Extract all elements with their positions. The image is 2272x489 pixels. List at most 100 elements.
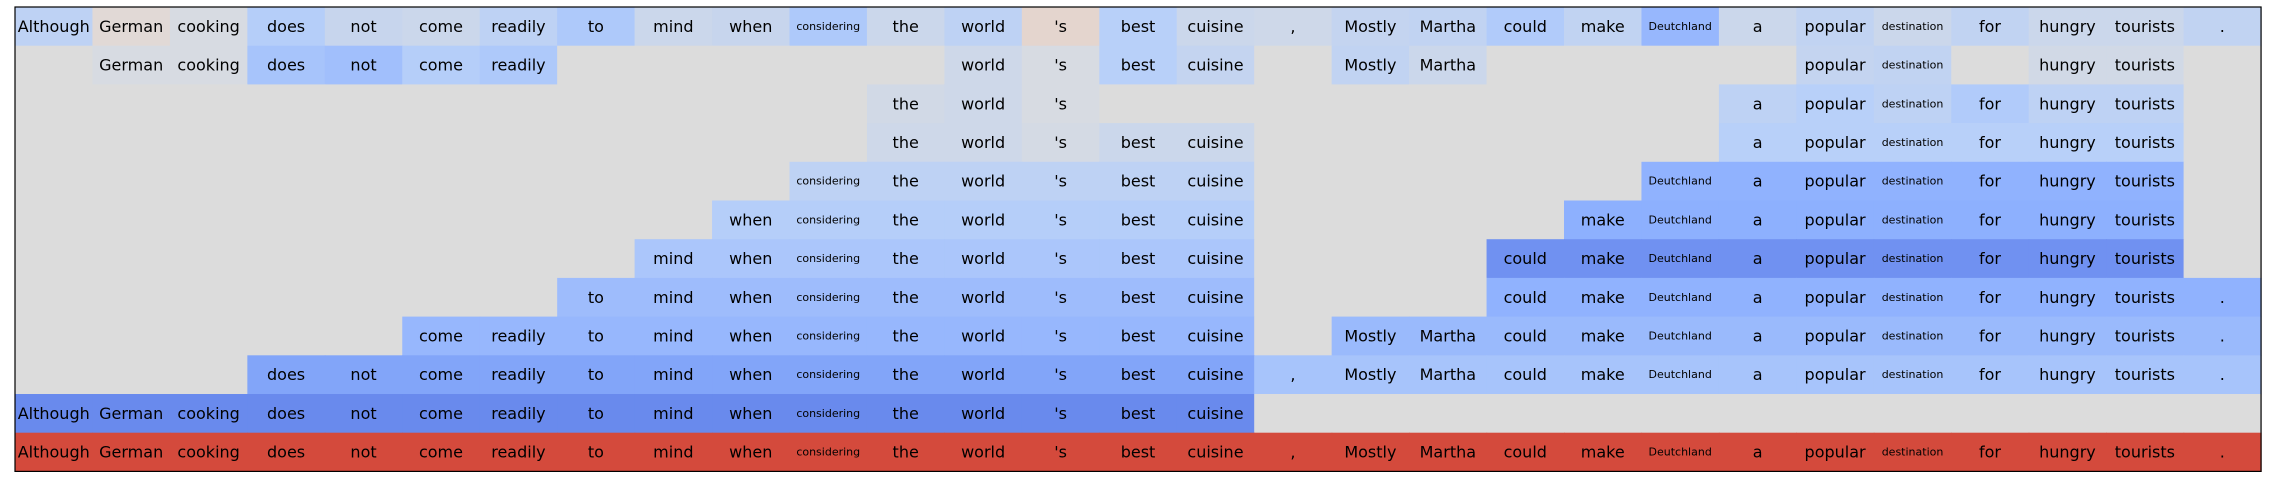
heatmap-cell xyxy=(1486,355,1565,395)
cell-token-label: the xyxy=(893,17,919,36)
heatmap-cell xyxy=(1796,84,1875,124)
cell-token-label: Mostly xyxy=(1344,17,1396,36)
cell-token-label: readily xyxy=(491,365,545,384)
heatmap-cell xyxy=(324,84,403,124)
heatmap-cell xyxy=(15,200,94,240)
heatmap-cell xyxy=(402,239,481,279)
cell-token-label: a xyxy=(1753,249,1763,268)
cell-token-label: cuisine xyxy=(1187,249,1243,268)
heatmap-cell xyxy=(712,84,791,124)
cell-token-label: the xyxy=(893,249,919,268)
heatmap-cell xyxy=(15,432,94,472)
heatmap-cell xyxy=(247,239,326,279)
cell-token-label: when xyxy=(729,443,772,462)
heatmap-cell xyxy=(1718,7,1797,47)
heatmap-cell xyxy=(944,355,1023,395)
heatmap-cell xyxy=(1099,123,1178,163)
cell-token-label: make xyxy=(1581,326,1625,345)
cell-token-label: Mostly xyxy=(1344,443,1396,462)
heatmap-cell xyxy=(479,161,558,202)
cell-token-label: readily xyxy=(491,404,545,423)
cell-token-label: destination xyxy=(1882,329,1944,342)
cell-token-label: hungry xyxy=(2039,56,2096,75)
heatmap-cell xyxy=(634,239,713,279)
cell-token-label: cuisine xyxy=(1187,365,1243,384)
heatmap-cell xyxy=(2028,316,2107,356)
cell-token-label: best xyxy=(1121,288,1156,307)
heatmap-cell xyxy=(1873,161,1952,202)
heatmap-cell xyxy=(944,277,1023,318)
heatmap-cell xyxy=(169,394,248,434)
heatmap-cell xyxy=(944,45,1023,85)
cell-token-label: best xyxy=(1121,172,1156,191)
cell-token-label: come xyxy=(419,365,463,384)
heatmap-cell xyxy=(789,277,868,318)
cell-token-label: hungry xyxy=(2039,172,2096,191)
heatmap-cell xyxy=(944,239,1023,279)
cell-token-label: Although xyxy=(18,404,90,423)
cell-token-label: destination xyxy=(1882,20,1944,33)
heatmap-cell xyxy=(1486,123,1565,163)
heatmap-cell xyxy=(324,277,403,318)
cell-token-label: , xyxy=(1290,17,1295,36)
heatmap-cell xyxy=(866,432,945,472)
heatmap-cell xyxy=(2106,200,2185,240)
cell-token-label: Although xyxy=(18,17,90,36)
cell-token-label: mind xyxy=(653,249,693,268)
heatmap-cell xyxy=(1486,394,1565,434)
cell-token-label: destination xyxy=(1882,97,1944,110)
cell-token-label: Martha xyxy=(1420,365,1476,384)
cell-token-label: mind xyxy=(653,17,693,36)
cell-token-label: make xyxy=(1581,249,1625,268)
cell-token-label: 's xyxy=(1054,133,1067,152)
heatmap-cell xyxy=(1099,277,1178,318)
heatmap-cell xyxy=(1021,355,1100,395)
cell-token-label: could xyxy=(1504,326,1547,345)
heatmap-cell xyxy=(1409,394,1488,434)
heatmap-cell xyxy=(1176,161,1255,202)
heatmap-cell xyxy=(1641,432,1720,472)
cell-token-label: for xyxy=(1979,443,2001,462)
heatmap-cell xyxy=(1486,239,1565,279)
heatmap-cell xyxy=(1021,200,1100,240)
cell-token-label: readily xyxy=(491,326,545,345)
heatmap-cell xyxy=(1486,7,1565,47)
heatmap-cell xyxy=(15,316,94,356)
heatmap-cell xyxy=(866,7,945,47)
heatmap-cell xyxy=(1951,239,2030,279)
heatmap-cell xyxy=(2106,394,2185,434)
heatmap-cell xyxy=(1796,161,1875,202)
heatmap-cell xyxy=(2028,355,2107,395)
cell-token-label: when xyxy=(729,365,772,384)
heatmap-cell xyxy=(944,200,1023,240)
heatmap-cell xyxy=(1409,7,1488,47)
cell-token-label: best xyxy=(1121,443,1156,462)
heatmap-cell xyxy=(1486,277,1565,318)
heatmap-cell xyxy=(1409,161,1488,202)
heatmap-cell xyxy=(1951,161,2030,202)
heatmap-cell xyxy=(1873,84,1952,124)
cell-token-label: tourists xyxy=(2115,133,2175,152)
cell-token-label: tourists xyxy=(2115,249,2175,268)
heatmap-cell xyxy=(1331,432,1410,472)
heatmap-cell xyxy=(15,123,94,163)
heatmap-cell xyxy=(1021,123,1100,163)
heatmap-cell xyxy=(1641,200,1720,240)
heatmap-cell xyxy=(2106,161,2185,202)
cell-token-label: the xyxy=(893,365,919,384)
heatmap-cell xyxy=(402,84,481,124)
heatmap-cell xyxy=(1021,7,1100,47)
cell-token-label: hungry xyxy=(2039,443,2096,462)
cell-token-label: destination xyxy=(1882,252,1944,265)
heatmap-cell xyxy=(169,123,248,163)
heatmap-cell xyxy=(789,161,868,202)
heatmap-cell xyxy=(324,200,403,240)
heatmap-cell xyxy=(1951,394,2030,434)
cell-token-label: world xyxy=(961,443,1005,462)
heatmap-cell xyxy=(1564,7,1643,47)
heatmap-cell xyxy=(324,161,403,202)
heatmap-cell xyxy=(634,84,713,124)
cell-token-label: a xyxy=(1753,210,1763,229)
heatmap-cell xyxy=(1951,432,2030,472)
heatmap-cell xyxy=(944,316,1023,356)
